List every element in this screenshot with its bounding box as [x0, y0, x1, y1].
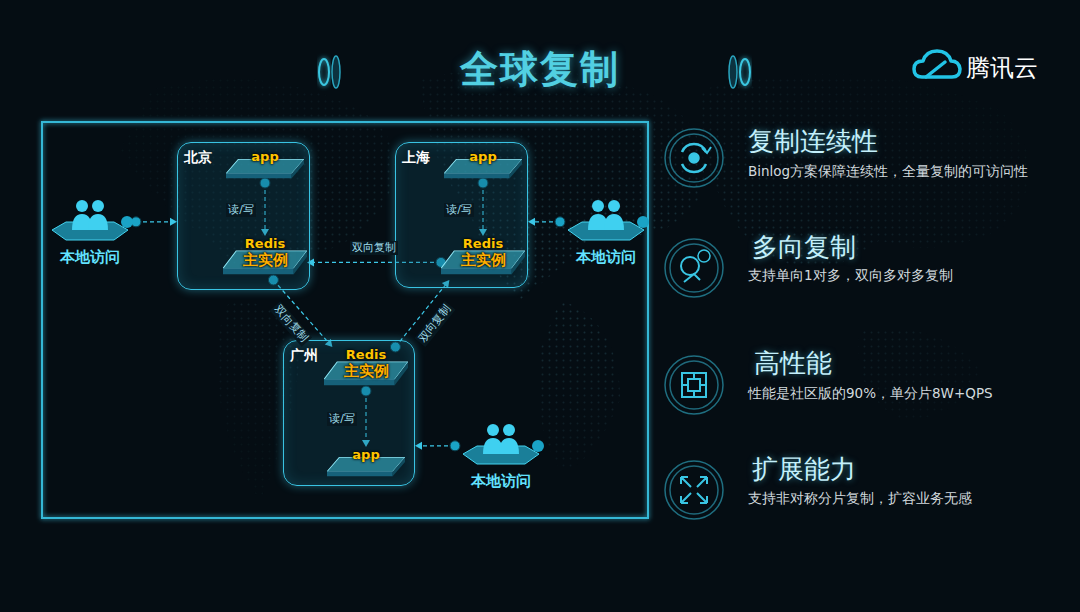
local-access-users: 本地访问 [44, 196, 136, 272]
person-body [604, 214, 624, 230]
edge-label: 读/写 [327, 412, 357, 426]
node-text: Redis [223, 236, 307, 251]
app-platform: app [226, 149, 304, 183]
city-name: 广州 [290, 347, 318, 365]
person-head [503, 424, 515, 436]
port-dot [532, 440, 544, 452]
users-icon [44, 196, 136, 242]
slab-front [226, 174, 292, 179]
node-text: 主实例 [324, 362, 408, 381]
access-label: 本地访问 [455, 472, 547, 491]
arrow-head [170, 218, 177, 226]
arrow-head [528, 218, 535, 226]
replication-connector [415, 441, 460, 451]
person-body [499, 438, 519, 454]
feature-text: 支持非对称分片复制，扩容业务无感 [748, 490, 972, 508]
city-name: 上海 [402, 149, 430, 167]
person-head [92, 200, 104, 212]
slab-side [512, 251, 525, 274]
slab-front [327, 472, 393, 477]
replication-connector [528, 217, 565, 227]
connector-dot [555, 217, 565, 227]
connector-dot [450, 441, 460, 451]
users-icon [455, 420, 547, 466]
feature-heading: 多向复制 [752, 230, 856, 265]
node-text: Redis [324, 347, 408, 362]
users-icon [560, 196, 652, 242]
node-text: Redis [441, 236, 525, 251]
redis-master-instance: Redis主实例 [223, 236, 307, 280]
feature-heading: 高性能 [754, 346, 832, 381]
logo-text: 腾讯云 [966, 52, 1038, 84]
feature-heading: 扩展能力 [752, 452, 856, 487]
person-head [608, 200, 620, 212]
arrow-head [415, 442, 422, 450]
person-body [88, 214, 108, 230]
app-platform: app [327, 447, 405, 481]
slab-side [294, 251, 307, 274]
feature-text: Binlog方案保障连续性，全量复制的可访问性 [748, 163, 1028, 181]
port-dot [121, 216, 133, 228]
node-text: app [444, 149, 522, 164]
replication-connector [131, 217, 177, 227]
slab-front [324, 379, 395, 385]
edge-label: 读/写 [444, 203, 474, 217]
slab-side [393, 457, 405, 476]
slab-side [395, 362, 408, 385]
node-text: 主实例 [223, 251, 307, 270]
person-head [76, 200, 88, 212]
local-access-users: 本地访问 [560, 196, 652, 272]
node-text: 主实例 [441, 251, 525, 270]
slab-front [444, 174, 510, 179]
local-access-users: 本地访问 [455, 420, 547, 496]
person-head [592, 200, 604, 212]
feature-text: 性能是社区版的90%，单分片8W+QPS [748, 385, 993, 403]
edge-label: 读/写 [226, 203, 256, 217]
redis-master-instance: Redis主实例 [324, 347, 408, 391]
slab-front [223, 268, 294, 274]
feature-heading: 复制连续性 [748, 124, 878, 159]
port-dot [637, 216, 649, 228]
node-text: app [327, 447, 405, 462]
slab-front [441, 268, 512, 274]
slab-side [510, 159, 522, 178]
diagram-title: 全球复制 [0, 44, 1080, 95]
edge-label: 双向复制 [350, 241, 398, 255]
node-text: app [226, 149, 304, 164]
person-head [487, 424, 499, 436]
slab-side [292, 159, 304, 178]
city-name: 北京 [184, 149, 212, 167]
app-platform: app [444, 149, 522, 183]
access-label: 本地访问 [44, 248, 136, 267]
redis-master-instance: Redis主实例 [441, 236, 525, 280]
feature-text: 支持单向1对多，双向多对多复制 [748, 267, 953, 285]
access-label: 本地访问 [560, 248, 652, 267]
